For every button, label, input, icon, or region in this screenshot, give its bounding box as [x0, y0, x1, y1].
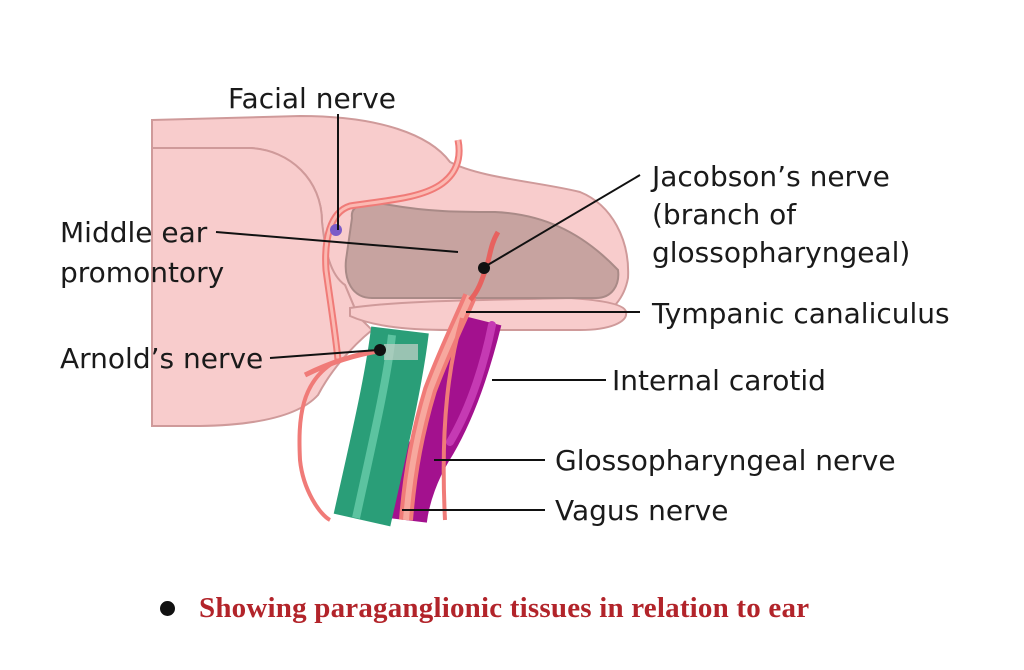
- label-facial-nerve: Facial nerve: [228, 82, 396, 115]
- leader-middle-ear: [215, 231, 459, 253]
- label-tympanic-canaliculus: Tympanic canaliculus: [651, 297, 950, 330]
- facial-nerve-inner: [324, 139, 461, 361]
- label-jacobson-line2: (branch of: [652, 198, 797, 231]
- arnolds-nerve: [303, 347, 385, 378]
- leader-jacobson: [485, 174, 641, 267]
- label-middle-ear-line2: promontory: [60, 256, 224, 289]
- leader-lines: [215, 114, 641, 511]
- label-internal-carotid: Internal carotid: [612, 364, 826, 397]
- vagus-ganglion: [384, 344, 418, 360]
- nerve-loop: [297, 358, 339, 522]
- label-arnolds-nerve: Arnold’s nerve: [60, 342, 263, 375]
- label-vagus-nerve: Vagus nerve: [555, 494, 728, 527]
- middle-ear-promontory: [344, 202, 620, 299]
- glossopharyngeal-nerve-inner: [403, 294, 473, 521]
- arnold-marker: [374, 344, 386, 356]
- leader-arnolds-nerve: [269, 349, 379, 359]
- caption-text: Showing paraganglionic tissues in relati…: [199, 592, 810, 624]
- label-glossopharyngeal-nerve: Glossopharyngeal nerve: [555, 444, 896, 477]
- label-jacobson-line1: Jacobson’s nerve: [650, 160, 890, 193]
- figure-caption: Showing paraganglionic tissues in relati…: [160, 592, 809, 625]
- bullet-icon: [160, 601, 175, 616]
- label-middle-ear-line1: Middle ear: [60, 216, 208, 249]
- internal-carotid-highlight: [446, 321, 496, 446]
- glossopharyngeal-nerve-branch: [441, 317, 464, 521]
- label-jacobson-line3: glossopharyngeal): [652, 236, 910, 269]
- facial-nerve-marker: [330, 224, 342, 236]
